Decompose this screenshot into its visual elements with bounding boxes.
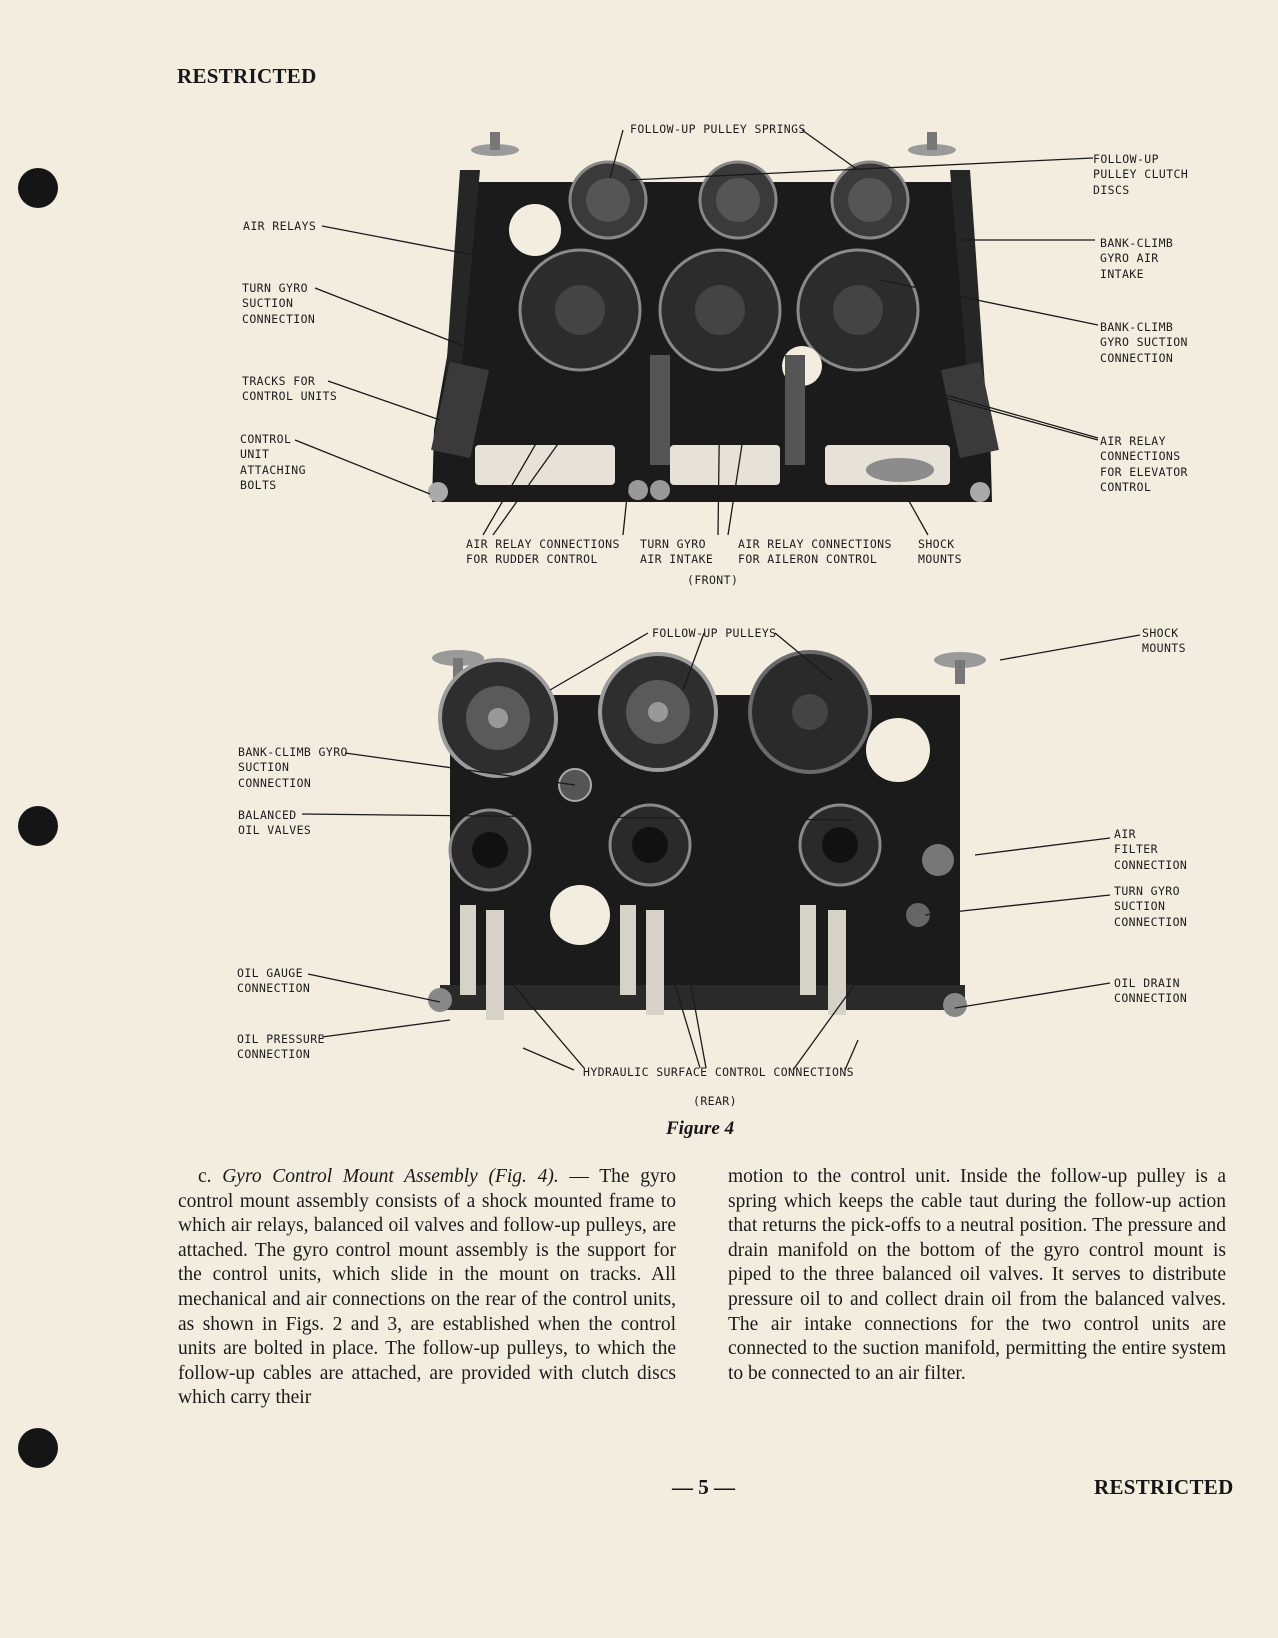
label-oil-gauge-connection: OIL GAUGE CONNECTION xyxy=(237,966,311,996)
rear-view-photo xyxy=(420,640,990,1050)
label-air-relay-connections-rudder: AIR RELAY CONNECTIONS FOR RUDDER CONTROL xyxy=(466,537,620,567)
body-column-left: c. Gyro Control Mount Assembly (Fig. 4).… xyxy=(178,1165,676,1411)
label-oil-drain-connection: OIL DRAIN CONNECTION xyxy=(1114,976,1188,1006)
label-air-filter-connection: AIR FILTER CONNECTION xyxy=(1114,827,1188,872)
label-turn-gyro-air-intake: TURN GYRO AIR INTAKE xyxy=(640,537,714,567)
binder-hole xyxy=(18,806,58,846)
label-balanced-oil-valves: BALANCED OIL VALVES xyxy=(238,808,312,838)
label-hydraulic-surface-control: HYDRAULIC SURFACE CONTROL CONNECTIONS xyxy=(583,1065,854,1079)
paragraph-left-text: — The gyro control mount assembly consis… xyxy=(178,1166,676,1409)
label-rear-view: (REAR) xyxy=(693,1094,737,1108)
label-followup-pulleys: FOLLOW-UP PULLEYS xyxy=(652,626,777,640)
body-column-right: motion to the control unit. Inside the f… xyxy=(728,1165,1226,1386)
label-bank-climb-gyro-suction-rear: BANK-CLIMB GYRO SUCTION CONNECTION xyxy=(238,745,348,790)
binder-hole xyxy=(18,168,58,208)
label-air-relay-connections-aileron: AIR RELAY CONNECTIONS FOR AILERON CONTRO… xyxy=(738,537,892,567)
label-air-relay-connections-elevator: AIR RELAY CONNECTIONS FOR ELEVATOR CONTR… xyxy=(1100,434,1188,495)
label-air-relays: AIR RELAYS xyxy=(243,219,317,233)
label-control-unit-attaching-bolts: CONTROL UNIT ATTACHING BOLTS xyxy=(240,432,306,493)
label-turn-gyro-suction-connection: TURN GYRO SUCTION CONNECTION xyxy=(242,281,316,326)
figure-reference: (Fig. 4). xyxy=(488,1166,559,1187)
label-shock-mounts-rear: SHOCK MOUNTS xyxy=(1142,626,1186,656)
page-number: — 5 — xyxy=(672,1475,735,1499)
paragraph-right: motion to the control unit. Inside the f… xyxy=(728,1166,1226,1384)
section-heading: Gyro Control Mount Assembly xyxy=(222,1166,478,1187)
label-bank-climb-gyro-suction-connection: BANK-CLIMB GYRO SUCTION CONNECTION xyxy=(1100,320,1188,365)
label-tracks-for-control-units: TRACKS FOR CONTROL UNITS xyxy=(242,374,338,404)
paragraph-left: c. Gyro Control Mount Assembly (Fig. 4).… xyxy=(178,1165,676,1411)
label-shock-mounts-front: SHOCK MOUNTS xyxy=(918,537,962,567)
label-oil-pressure-connection: OIL PRESSURE CONNECTION xyxy=(237,1032,325,1062)
front-view-photo xyxy=(420,130,1010,530)
binder-hole xyxy=(18,1428,58,1468)
heading-prefix: c. xyxy=(198,1166,212,1187)
label-bank-climb-gyro-air-intake: BANK-CLIMB GYRO AIR INTAKE xyxy=(1100,236,1174,281)
label-front-view: (FRONT) xyxy=(687,573,739,587)
label-followup-pulley-springs: FOLLOW-UP PULLEY SPRINGS xyxy=(630,122,806,136)
label-followup-pulley-clutch-discs: FOLLOW-UP PULLEY CLUTCH DISCS xyxy=(1093,152,1189,197)
figure-caption: Figure 4 xyxy=(666,1118,735,1139)
footer-restricted: RESTRICTED xyxy=(1094,1475,1234,1499)
header-restricted: RESTRICTED xyxy=(177,64,317,88)
label-turn-gyro-suction-rear: TURN GYRO SUCTION CONNECTION xyxy=(1114,884,1188,929)
